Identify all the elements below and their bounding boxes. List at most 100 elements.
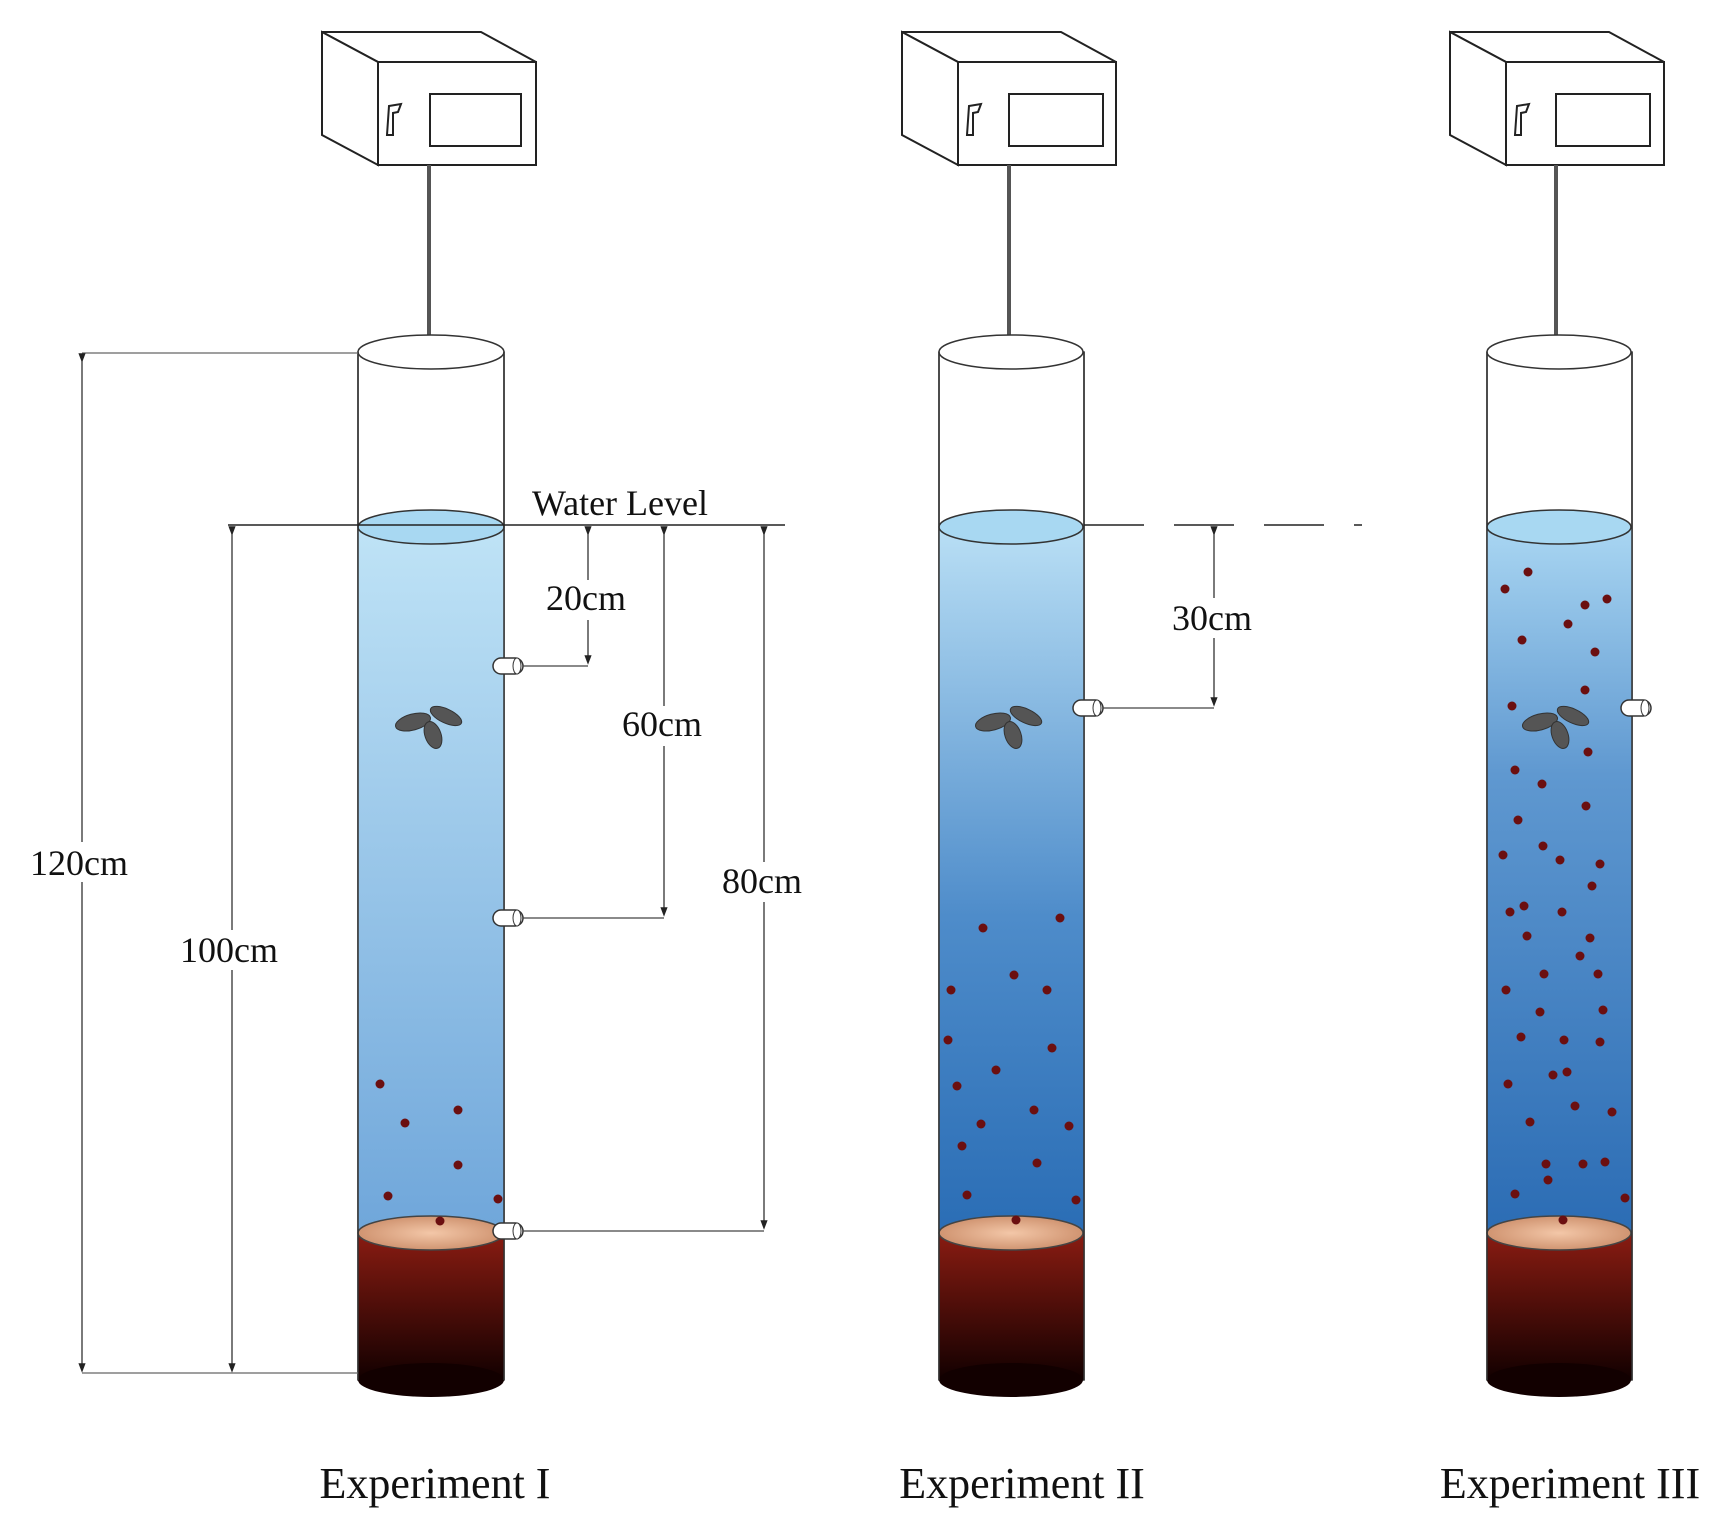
- particle: [1501, 985, 1511, 995]
- particle: [1516, 1032, 1526, 1042]
- particle: [1519, 901, 1529, 911]
- particle: [1042, 985, 1052, 995]
- particle: [1593, 969, 1603, 979]
- particle: [1523, 567, 1533, 577]
- particle: [1513, 815, 1523, 825]
- motor-box-2: [901, 30, 1117, 167]
- particle: [962, 1190, 972, 1200]
- particle: [943, 1035, 953, 1045]
- particle: [383, 1191, 393, 1201]
- particle: [1541, 1159, 1551, 1169]
- particle: [976, 1119, 986, 1129]
- motor-box-3: [1449, 30, 1665, 167]
- experiment-2: 30cm Experiment II: [899, 30, 1362, 1508]
- particle: [957, 1141, 967, 1151]
- particle: [1507, 701, 1517, 711]
- dim-label-100: 100cm: [180, 930, 278, 970]
- particles-3: [1498, 567, 1630, 1225]
- sampling-port-1c: [492, 1222, 524, 1240]
- particle: [1580, 600, 1590, 610]
- particle: [1587, 881, 1597, 891]
- particle: [1071, 1195, 1081, 1205]
- particle: [435, 1216, 445, 1226]
- particle: [1537, 779, 1547, 789]
- particle: [952, 1081, 962, 1091]
- dim-label-30: 30cm: [1172, 598, 1252, 638]
- particles-2: [943, 913, 1081, 1225]
- sampling-port-2: [1072, 699, 1104, 717]
- particle: [1563, 619, 1573, 629]
- motor-box-1: [321, 30, 537, 167]
- water-3: [1487, 527, 1632, 1235]
- particle: [453, 1160, 463, 1170]
- propeller-3: [1521, 705, 1590, 749]
- caption-experiment-2: Experiment II: [899, 1459, 1145, 1508]
- dim-label-60: 60cm: [622, 704, 702, 744]
- particle: [400, 1118, 410, 1128]
- particle: [1503, 1079, 1513, 1089]
- water-2: [939, 527, 1084, 1235]
- sediment-2: [939, 1233, 1084, 1380]
- particle: [1590, 647, 1600, 657]
- particle: [1498, 850, 1508, 860]
- particle: [1555, 855, 1565, 865]
- particle: [1607, 1107, 1617, 1117]
- sampling-port-1b: [492, 909, 524, 927]
- particle: [1032, 1158, 1042, 1168]
- propeller-2: [974, 705, 1043, 749]
- caption-experiment-1: Experiment I: [320, 1459, 551, 1508]
- experiment-3: Experiment III: [1440, 30, 1700, 1508]
- particle: [991, 1065, 1001, 1075]
- particle: [1559, 1035, 1569, 1045]
- particle: [1500, 584, 1510, 594]
- particle: [1539, 969, 1549, 979]
- particle: [375, 1079, 385, 1089]
- particle: [493, 1194, 503, 1204]
- particle: [1055, 913, 1065, 923]
- particle: [1602, 594, 1612, 604]
- water-level-label: Water Level: [532, 483, 708, 523]
- particle: [1029, 1105, 1039, 1115]
- particle: [1562, 1067, 1572, 1077]
- particle: [1538, 841, 1548, 851]
- particle: [1064, 1121, 1074, 1131]
- particle: [1575, 951, 1585, 961]
- particle: [1535, 1007, 1545, 1017]
- dim-label-20: 20cm: [546, 578, 626, 618]
- particle: [1522, 931, 1532, 941]
- particle: [1598, 1005, 1608, 1015]
- particle: [1517, 635, 1527, 645]
- particle: [453, 1105, 463, 1115]
- particle: [1543, 1175, 1553, 1185]
- particle: [1595, 1037, 1605, 1047]
- particle: [1581, 801, 1591, 811]
- propeller-1: [394, 705, 463, 749]
- particle: [1047, 1043, 1057, 1053]
- experiment-1: Water Level 120cm 100cm 20cm 60cm 80cm E…: [30, 30, 806, 1508]
- particle: [978, 923, 988, 933]
- particle: [1548, 1070, 1558, 1080]
- caption-experiment-3: Experiment III: [1440, 1459, 1700, 1508]
- sampling-port-3: [1620, 699, 1652, 717]
- water-1: [358, 527, 504, 1235]
- dim-label-120: 120cm: [30, 843, 128, 883]
- particle: [1510, 1189, 1520, 1199]
- particle: [1600, 1157, 1610, 1167]
- particle: [1525, 1117, 1535, 1127]
- particle: [1558, 1215, 1568, 1225]
- particle: [1620, 1193, 1630, 1203]
- particle: [1557, 907, 1567, 917]
- particle: [1595, 859, 1605, 869]
- particle: [1583, 747, 1593, 757]
- particle: [1011, 1215, 1021, 1225]
- particle: [1585, 933, 1595, 943]
- particle: [1580, 685, 1590, 695]
- particle: [1009, 970, 1019, 980]
- particle: [1510, 765, 1520, 775]
- dim-label-80: 80cm: [722, 861, 802, 901]
- particle: [1570, 1101, 1580, 1111]
- particles-1: [375, 1079, 503, 1226]
- particle: [1578, 1159, 1588, 1169]
